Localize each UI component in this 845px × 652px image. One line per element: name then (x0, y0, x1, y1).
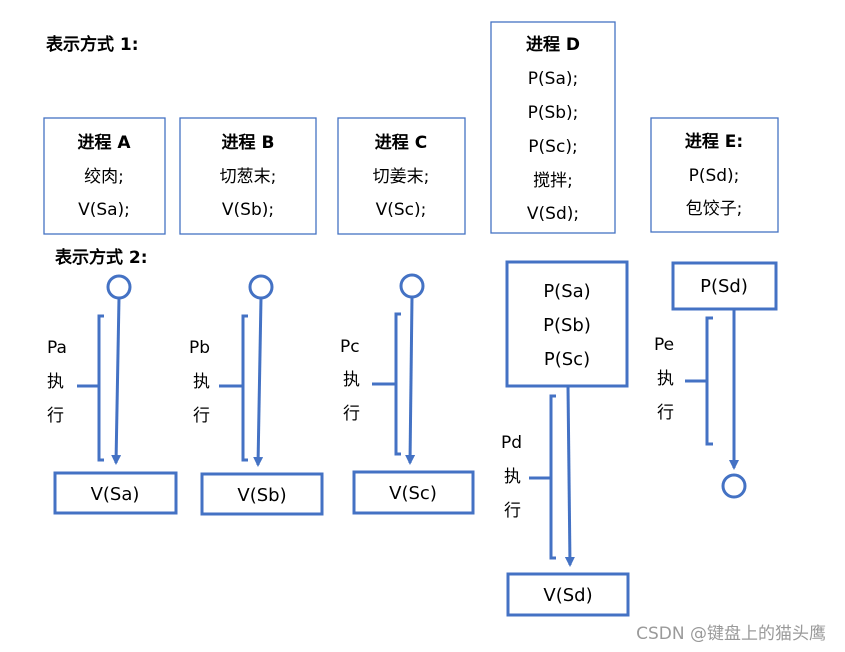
flow-a-label-char: 执 (47, 372, 64, 392)
flow-b: Pb 执 行 V(Sb) (189, 274, 324, 516)
process-d-line: P(Sb); (528, 103, 579, 123)
flow-d-start-line: P(Sb) (543, 315, 591, 336)
start-circle (106, 274, 132, 300)
process-d-title: 进程 D (526, 35, 580, 55)
flow-a-label-name: Pa (47, 338, 67, 358)
process-d-line: P(Sa); (528, 69, 578, 89)
process-a-box: 进程 A 绞肉; V(Sa); (43, 117, 166, 235)
flow-e-label-char: 执 (657, 369, 674, 389)
flow-c-label-char: 行 (343, 404, 360, 424)
flow-a-label-char: 行 (47, 406, 64, 426)
process-c-box: 进程 C 切姜末; V(Sc); (337, 117, 466, 235)
flow-c-label-char: 执 (343, 370, 360, 390)
flow-b-label-name: Pb (189, 338, 210, 358)
process-b-line: 切葱末; (220, 167, 277, 187)
section2-heading: 表示方式 2: (55, 247, 148, 268)
flow-arrow (405, 296, 416, 465)
flow-c-end-box (352, 470, 475, 515)
start-circle (248, 274, 274, 300)
flow-e: P(Sd) Pe 执 行 (654, 261, 778, 499)
flow-arrow (253, 297, 264, 467)
watermark: CSDN @键盘上的猫头鹰 (636, 624, 826, 644)
execution-bracket (97, 314, 104, 462)
flow-b-end-box (200, 472, 324, 516)
process-d-line: P(Sc); (528, 137, 577, 157)
execution-bracket (394, 312, 401, 456)
flow-a-end-label: V(Sa) (91, 484, 140, 505)
flow-b-label-char: 执 (193, 372, 210, 392)
process-b-line: V(Sb); (222, 200, 274, 220)
flow-d-start-line: P(Sa) (543, 281, 590, 302)
process-e-title: 进程 E: (685, 132, 743, 152)
flow-e-start-line: P(Sd) (700, 276, 748, 297)
process-e-line: P(Sd); (689, 166, 740, 186)
process-c-title: 进程 C (375, 133, 427, 153)
flow-e-label-char: 行 (657, 403, 674, 423)
flow-d-label-char: 行 (504, 501, 521, 521)
process-d-line: V(Sd); (527, 204, 579, 224)
flow-d-label-name: Pd (501, 433, 522, 453)
flow-arrow (564, 385, 575, 567)
flow-arrow (111, 297, 122, 465)
section1-heading: 表示方式 1: (46, 34, 139, 55)
flow-a: Pa 执 行 V(Sa) (47, 274, 178, 515)
process-b-title: 进程 B (222, 133, 275, 153)
process-a-line: 绞肉; (84, 167, 124, 187)
process-a-title: 进程 A (77, 133, 131, 153)
execution-bracket (549, 394, 556, 560)
flow-c-end-label: V(Sc) (389, 483, 437, 504)
process-b-box: 进程 B 切葱末; V(Sb); (179, 117, 317, 235)
process-a-line: V(Sa); (78, 200, 130, 220)
flow-d-start-box (505, 260, 629, 388)
flow-b-end-label: V(Sb) (237, 485, 286, 506)
flow-c-label-name: Pc (340, 337, 360, 357)
flow-d-label-char: 执 (504, 467, 521, 487)
process-e-box: 进程 E: P(Sd); 包饺子; (650, 117, 779, 233)
start-circle (399, 273, 425, 299)
process-d-box: 进程 D P(Sa); P(Sb); P(Sc); 搅拌; V(Sd); (490, 21, 616, 234)
process-e-line: 包饺子; (686, 199, 743, 219)
flow-d-start-line: P(Sc) (544, 349, 590, 370)
flow-b-label-char: 行 (193, 406, 210, 426)
process-c-line: V(Sc); (376, 200, 427, 220)
process-c-line: 切姜末; (373, 167, 430, 187)
flow-d-end-box (506, 572, 630, 617)
execution-bracket (705, 316, 713, 446)
flow-e-start-box (671, 261, 778, 311)
process-d-line: 搅拌; (533, 171, 573, 191)
flow-e-label-name: Pe (654, 335, 674, 355)
end-circle (721, 473, 747, 499)
execution-bracket (241, 314, 248, 462)
flow-d: P(Sa) P(Sb) P(Sc) Pd 执 行 V(Sd) (501, 260, 630, 617)
flow-a-end-box (53, 471, 178, 515)
flow-d-end-label: V(Sd) (543, 585, 592, 606)
flow-c: Pc 执 行 V(Sc) (340, 273, 475, 515)
